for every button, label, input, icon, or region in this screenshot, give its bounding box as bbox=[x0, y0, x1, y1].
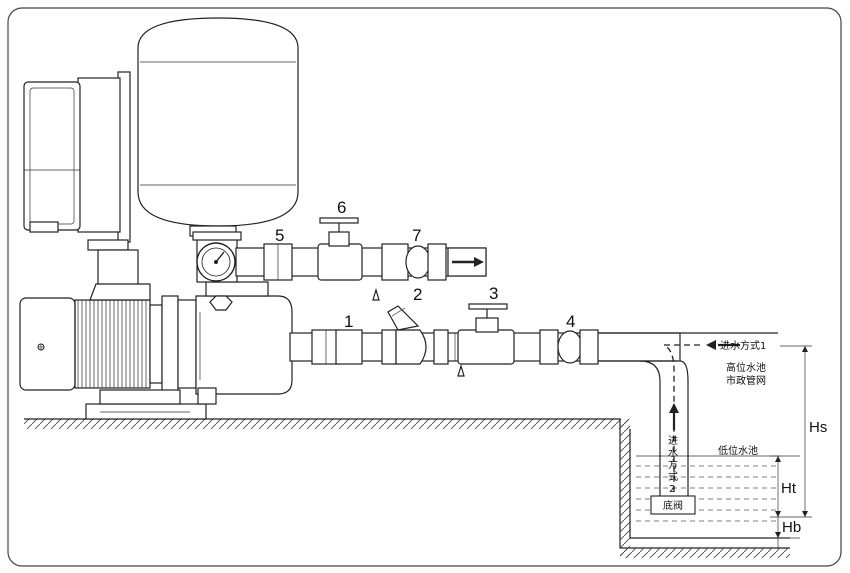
label-1: 1 bbox=[344, 312, 353, 331]
municipal-network-label: 市政管网 bbox=[726, 374, 766, 387]
foot-valve-label: 底阀 bbox=[663, 499, 683, 512]
inlet-method-2-char-3: 方 bbox=[668, 458, 678, 471]
dimension-hb: Hb bbox=[782, 519, 801, 536]
label-5: 5 bbox=[275, 226, 284, 245]
motor bbox=[19, 283, 197, 393]
inlet-pipe bbox=[598, 332, 778, 496]
suction-marker-icon bbox=[457, 363, 465, 377]
inlet2-arrow-icon bbox=[669, 403, 679, 430]
outer-frame bbox=[7, 7, 842, 567]
inlet-method-1-label: 进水方式1 bbox=[720, 339, 766, 352]
flow-arrowhead-icon bbox=[474, 257, 484, 267]
pressure-gauge-icon bbox=[196, 242, 236, 282]
label-6: 6 bbox=[337, 198, 346, 217]
pump-body bbox=[195, 281, 293, 405]
label-7: 7 bbox=[412, 226, 421, 245]
foot-valve-box bbox=[650, 495, 696, 515]
dimension-lines bbox=[770, 345, 812, 548]
pump-base bbox=[85, 389, 207, 420]
control-box bbox=[23, 71, 139, 287]
outlet-pipe bbox=[235, 243, 487, 281]
inlet-method-2-char-1: 进 bbox=[668, 435, 678, 447]
suction-valve bbox=[468, 303, 508, 333]
high-tank-label: 高位水池 bbox=[726, 361, 766, 374]
inlet1-arrow-icon bbox=[706, 340, 740, 350]
low-tank-label: 低位水池 bbox=[718, 444, 758, 457]
label-3: 3 bbox=[489, 284, 498, 303]
pressure-tank bbox=[137, 17, 299, 237]
dimension-ht: Ht bbox=[781, 480, 797, 497]
ground bbox=[24, 418, 790, 558]
inlet-method-2-char-5: 2 bbox=[669, 484, 675, 495]
outlet-marker-icon bbox=[372, 287, 380, 301]
y-strainer bbox=[387, 305, 420, 331]
outlet-valve bbox=[319, 217, 359, 247]
dimension-hs: Hs bbox=[809, 419, 827, 436]
label-4: 4 bbox=[566, 312, 575, 331]
inlet-method-2-char-2: 水 bbox=[668, 447, 678, 459]
suction-pipe bbox=[289, 329, 681, 365]
inlet-method-2-char-4: 式 bbox=[668, 470, 678, 483]
label-2: 2 bbox=[413, 285, 422, 304]
